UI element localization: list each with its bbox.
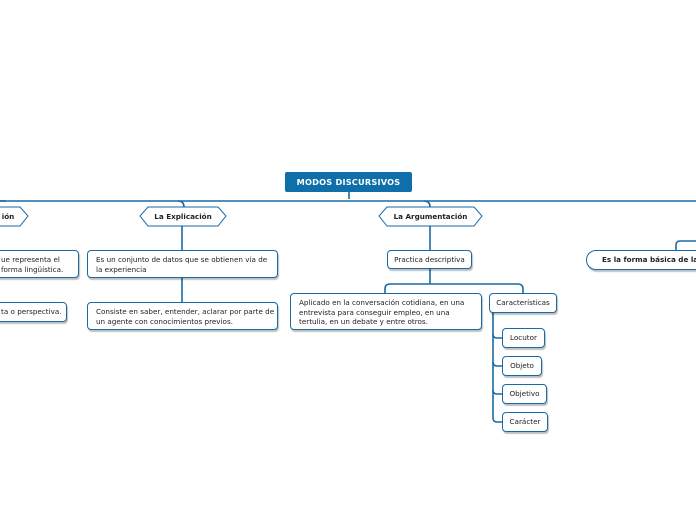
branch-left-label[interactable]: ión [1, 211, 15, 221]
item-link-locutor [492, 333, 502, 339]
explicacion-node-2-line2: un agente con conocimientos previos. [96, 316, 233, 326]
aplicado-node-line3: tertulia, en un debate y entre otros. [299, 317, 428, 326]
caracteristicas-trunk [492, 313, 502, 423]
item-link-objeto [492, 361, 502, 367]
hex-left [0, 206, 29, 227]
explicacion-node-1[interactable]: Es un conjunto de datos que se obtienen … [87, 250, 278, 278]
left-node-1-line2: forma lingüística. [1, 264, 64, 274]
explicacion-node-1-line1: Es un conjunto de datos que se obtienen … [96, 255, 268, 264]
left-node-1[interactable]: ue representa el forma lingüística. [0, 250, 79, 278]
left-node-1-line1: ue representa el [1, 255, 60, 264]
item-objetivo[interactable]: Objetivo [502, 384, 547, 404]
aplicado-node-line1: Aplicado en la conversación cotidiana, e… [299, 298, 465, 307]
practica-descriptiva-node[interactable]: Practica descriptiva [387, 250, 472, 269]
right-branch-link [675, 240, 696, 250]
item-caracter[interactable]: Carácter [502, 412, 548, 432]
item-objeto[interactable]: Objeto [502, 356, 542, 376]
explicacion-node-2-line1: Consiste en saber, entender, aclarar por… [96, 307, 275, 316]
explicacion-node-1-line2: la experiencia [96, 264, 147, 274]
aplicado-node[interactable]: Aplicado en la conversación cotidiana, e… [290, 293, 482, 330]
item-link-objetivo [492, 389, 502, 395]
root-node[interactable]: MODOS DISCURSIVOS [285, 172, 412, 192]
left-node-2[interactable]: ta o perspectiva. [0, 302, 67, 322]
practica-split [384, 269, 524, 293]
branch-explicacion-label[interactable]: La Explicación [154, 211, 212, 221]
aplicado-node-line2: entrevista para conseguir empleo, en una [299, 307, 450, 317]
right-node[interactable]: Es la forma básica de la [586, 250, 696, 270]
explicacion-node-2[interactable]: Consiste en saber, entender, aclarar por… [87, 302, 278, 330]
left-node-2-line1: ta o perspectiva. [1, 307, 62, 316]
item-locutor[interactable]: Locutor [502, 328, 545, 348]
hex-explicacion [139, 206, 227, 227]
caracteristicas-node[interactable]: Características [489, 293, 557, 313]
branch-drop-argumentacion [423, 200, 431, 208]
hex-argumentacion [378, 206, 483, 227]
branch-argumentacion-label[interactable]: La Argumentación [393, 211, 468, 221]
branch-drop-explicacion [177, 200, 185, 208]
